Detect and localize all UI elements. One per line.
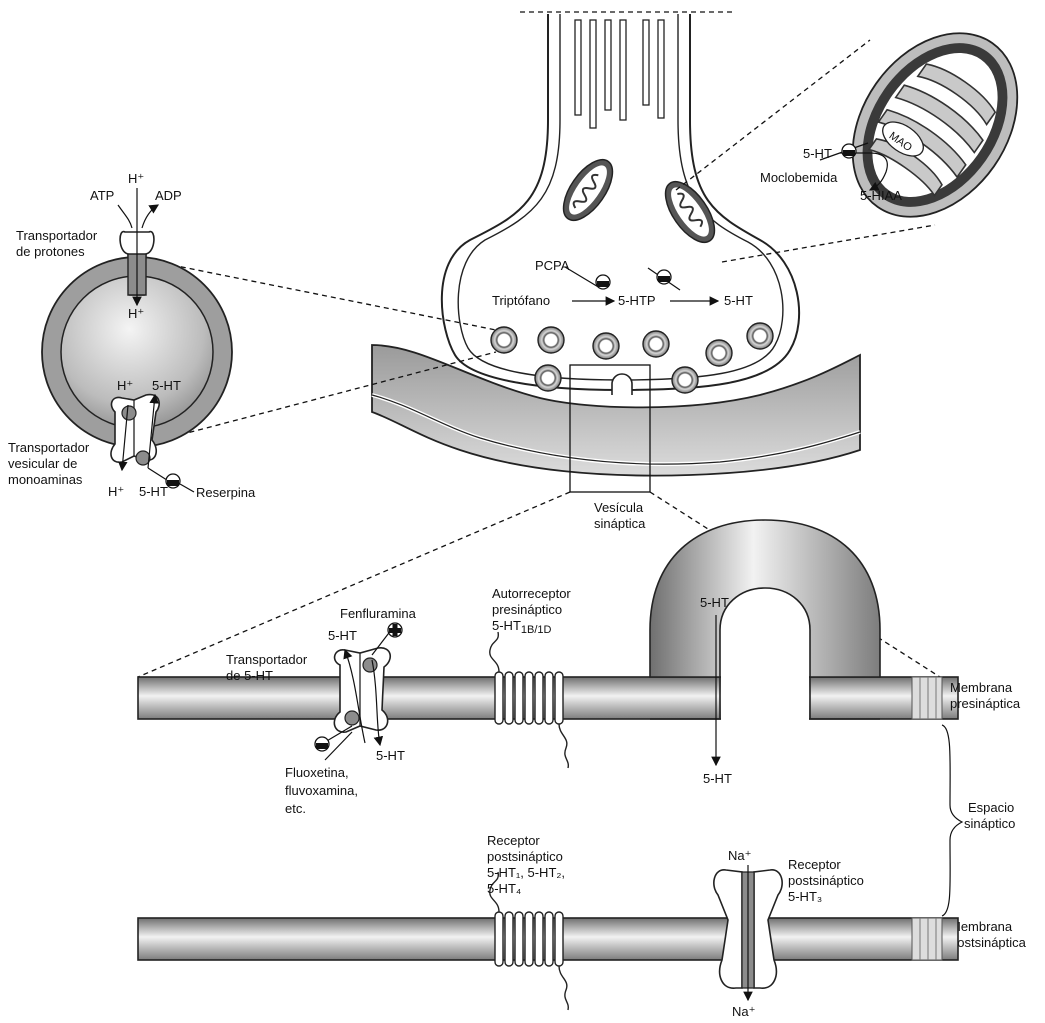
h-plus-inside: H⁺: [128, 306, 144, 321]
5ht-transporter-top-label: 5-HT: [328, 628, 357, 643]
atp-line: [118, 205, 132, 228]
5ht-vmat-bottom: 5-HT: [139, 484, 168, 499]
receptor-ht3-label-1: Receptor: [788, 857, 841, 872]
cleft-brace: [942, 725, 962, 916]
autoreceptor-sub-index: 1B/1D: [521, 624, 552, 636]
vesicle-label-2: sináptica: [594, 516, 646, 531]
5ht-transporter-label-1: Transportador: [226, 652, 308, 667]
proton-transporter-label-1: Transportador: [16, 228, 98, 243]
5ht-vmat-top: 5-HT: [152, 378, 181, 393]
vesicle: [593, 333, 619, 359]
autoreceptor-sub-label: 5-HT: [492, 618, 521, 633]
espacio-label-1: Espacio: [968, 800, 1014, 815]
vesicle-label-1: Vesícula: [594, 500, 644, 515]
reserpina-label: Reserpina: [196, 485, 256, 500]
fluoxetina-inhibition-symbol: [315, 737, 329, 751]
vmat-label-3: monoaminas: [8, 472, 83, 487]
pcpa-label: PCPA: [535, 258, 570, 273]
zoom-line: [138, 492, 570, 677]
receptor-post-label-2: postsináptico: [487, 849, 563, 864]
5htp-label: 5-HTP: [618, 293, 656, 308]
vesicle: [535, 365, 561, 391]
fenfluramina-label: Fenfluramina: [340, 606, 417, 621]
zoom-line: [676, 40, 870, 190]
membrana-pre-label-1: Membrana: [950, 680, 1013, 695]
reserpina-connector: [180, 484, 194, 492]
autoreceptor-label-2: presináptico: [492, 602, 562, 617]
receptor-post-types-1: 5-HT₁, 5-HT₂,: [487, 865, 565, 880]
vesicle: [538, 327, 564, 353]
fused-vesicle-omega: [650, 520, 880, 677]
5ht-mao-label: 5-HT: [803, 146, 832, 161]
membrana-pre-label-2: presináptica: [950, 696, 1021, 711]
pcpa-inhibition-symbol: [596, 275, 610, 289]
vesicle: [706, 340, 732, 366]
na-bottom-label: Na⁺: [732, 1004, 755, 1019]
receptor-post-types-2: 5-HT₄: [487, 881, 521, 896]
fusion-pore: [721, 670, 809, 725]
triptofano-label: Triptófano: [492, 293, 550, 308]
h-plus-top: H⁺: [128, 171, 144, 186]
5ht-transporter-label-2: de 5-HT: [226, 668, 273, 683]
na-top-label: Na⁺: [728, 848, 751, 863]
presynaptic-terminal: PCPA Triptófano 5-HTP 5-HT: [442, 12, 799, 395]
fluoxetina-label-2: fluvoxamina,: [285, 783, 358, 798]
5hiaa-label: 5-HIAA: [860, 188, 902, 203]
vesicle-zoom: H⁺ ATP ADP Transportador de protones H⁺ …: [8, 171, 496, 500]
5ht-release-top-label: 5-HT: [700, 595, 729, 610]
reserpina-inhibition-symbol: [166, 474, 180, 488]
vesicle: [672, 367, 698, 393]
5ht-synth-label: 5-HT: [724, 293, 753, 308]
membrane-edge: [912, 677, 942, 719]
receptor-ht3-label-2: postsináptico: [788, 873, 864, 888]
5ht-transporter-bottom-label: 5-HT: [376, 748, 405, 763]
vesicle: [747, 323, 773, 349]
fluoxetina-label-1: Fluoxetina,: [285, 765, 349, 780]
receptor-ht3-label-3: 5-HT₃: [788, 889, 822, 904]
receptor-post-label-1: Receptor: [487, 833, 540, 848]
5ht-release-bottom-label: 5-HT: [703, 771, 732, 786]
vmat-label-1: Transportador: [8, 440, 90, 455]
vmat-label-2: vesicular de: [8, 456, 77, 471]
moclobemida-label: Moclobemida: [760, 170, 838, 185]
vesicle: [643, 331, 669, 357]
5ht-transporter: [334, 648, 390, 732]
autoreceptor-label-3: 5-HT1B/1D: [492, 618, 552, 636]
vesicle: [491, 327, 517, 353]
atp-label: ATP: [90, 188, 114, 203]
presynaptic-autoreceptor: [490, 632, 569, 768]
espacio-label-2: sináptico: [964, 816, 1015, 831]
autoreceptor-label-1: Autorreceptor: [492, 586, 571, 601]
h-plus-vmat: H⁺: [117, 378, 133, 393]
adp-label: ADP: [155, 188, 182, 203]
fenfluramina-stimulation-symbol: [388, 623, 402, 637]
moclobemida-inhibition-symbol: [842, 144, 856, 158]
h-plus-bottom: H⁺: [108, 484, 124, 499]
fluoxetina-label-3: etc.: [285, 801, 306, 816]
fusing-vesicle: [612, 374, 632, 395]
proton-transporter-label-2: de protones: [16, 244, 85, 259]
decarboxylase-inhibition-symbol: [657, 270, 671, 284]
adp-arrow: [142, 205, 158, 228]
membrana-post-label-2: postsináptica: [950, 935, 1027, 950]
membrana-post-label-1: Membrana: [950, 919, 1013, 934]
